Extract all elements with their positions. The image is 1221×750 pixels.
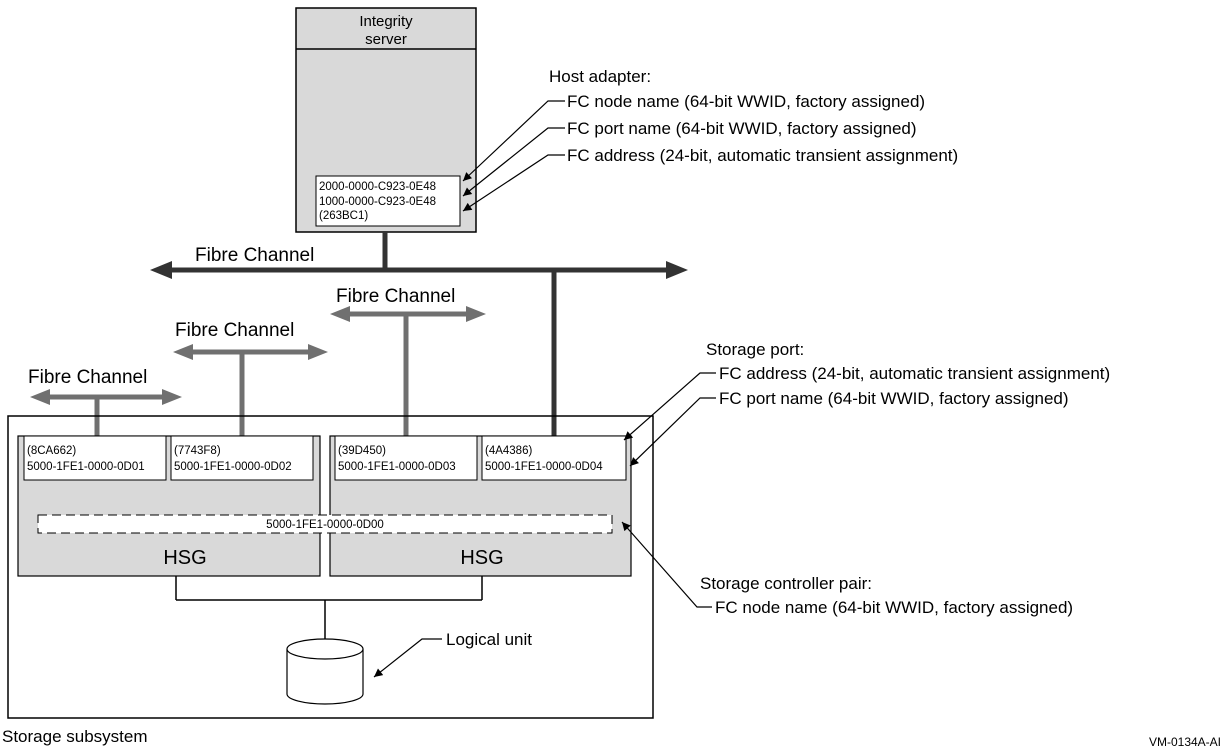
storage-port-1: (8CA662) 5000-1FE1-0000-0D01 <box>23 435 167 481</box>
storage-port-annotation: Storage port: FC address (24-bit, automa… <box>623 340 1110 467</box>
storage-port-heading: Storage port: <box>706 340 804 359</box>
host-address-pointer <box>462 154 565 212</box>
host-adapter-annotation: Host adapter: FC node name (64-bit WWID,… <box>462 67 958 212</box>
fibre-channel-loop-2: Fibre Channel <box>173 320 328 436</box>
storage-subsystem: Storage subsystem <box>2 415 654 746</box>
logical-unit-disk-icon <box>286 638 364 705</box>
controller-pair-node-name-label: FC node name (64-bit WWID, factory assig… <box>715 598 1073 617</box>
host-address-label: FC address (24-bit, automatic transient … <box>567 146 958 165</box>
storage-port-2: (7743F8) 5000-1FE1-0000-0D02 <box>170 435 314 481</box>
main-fibre-channel: Fibre Channel <box>150 232 688 436</box>
controller-pair-node-name: 5000-1FE1-0000-0D00 <box>37 514 613 534</box>
host-node-name-label: FC node name (64-bit WWID, factory assig… <box>567 92 925 111</box>
server-title-line1: Integrity <box>359 13 413 30</box>
storage-address-label: FC address (24-bit, automatic transient … <box>719 364 1110 383</box>
logical-unit-label: Logical unit <box>446 630 532 649</box>
storage-port-3: (39D450) 5000-1FE1-0000-0D03 <box>334 435 478 481</box>
main-fibre-channel-label: Fibre Channel <box>195 245 314 266</box>
loop3-label: Fibre Channel <box>336 286 455 307</box>
port1-address: (8CA662) <box>27 445 76 457</box>
port1-wwid: 5000-1FE1-0000-0D01 <box>27 461 145 473</box>
host-node-name-value: 2000-0000-C923-0E48 <box>319 181 436 193</box>
logical-unit-pointer <box>373 638 442 678</box>
logical-unit-annotation: Logical unit <box>373 630 532 678</box>
loop2-label: Fibre Channel <box>175 320 294 341</box>
logical-unit-connections <box>175 576 483 640</box>
fibre-channel-loop-3: Fibre Channel <box>330 286 486 436</box>
hsg-right-label: HSG <box>460 547 503 569</box>
port3-address: (39D450) <box>338 445 386 457</box>
controller-pair-heading: Storage controller pair: <box>700 574 872 593</box>
port2-wwid: 5000-1FE1-0000-0D02 <box>174 461 292 473</box>
port3-wwid: 5000-1FE1-0000-0D03 <box>338 461 456 473</box>
host-node-name-pointer <box>462 100 565 182</box>
fibre-channel-loop-1: Fibre Channel <box>28 367 182 436</box>
storage-port-name-label: FC port name (64-bit WWID, factory assig… <box>719 389 1069 408</box>
storage-port-name-pointer <box>629 397 716 467</box>
host-address-value: (263BC1) <box>319 210 368 222</box>
port2-address: (7743F8) <box>174 445 221 457</box>
storage-subsystem-label: Storage subsystem <box>2 727 148 746</box>
port4-wwid: 5000-1FE1-0000-0D04 <box>485 461 603 473</box>
host-port-name-label: FC port name (64-bit WWID, factory assig… <box>567 119 917 138</box>
figure-id: VM-0134A-AI <box>1149 735 1221 749</box>
host-port-name-pointer <box>462 127 565 197</box>
host-port-name-value: 1000-0000-C923-0E48 <box>319 196 436 208</box>
controller-pair-wwid: 5000-1FE1-0000-0D00 <box>266 519 384 531</box>
server-title-line2: server <box>365 31 407 48</box>
storage-port-4: (4A4386) 5000-1FE1-0000-0D04 <box>481 435 627 481</box>
storage-address-pointer <box>623 372 716 441</box>
controller-pair-pointer <box>621 521 712 608</box>
controller-pair-annotation: Storage controller pair: FC node name (6… <box>621 521 1073 617</box>
loop1-label: Fibre Channel <box>28 367 147 388</box>
hsg-left-label: HSG <box>163 547 206 569</box>
integrity-server: Integrity server 2000-0000-C923-0E48 100… <box>295 7 477 233</box>
port4-address: (4A4386) <box>485 445 532 457</box>
host-adapter-heading: Host adapter: <box>549 67 651 86</box>
